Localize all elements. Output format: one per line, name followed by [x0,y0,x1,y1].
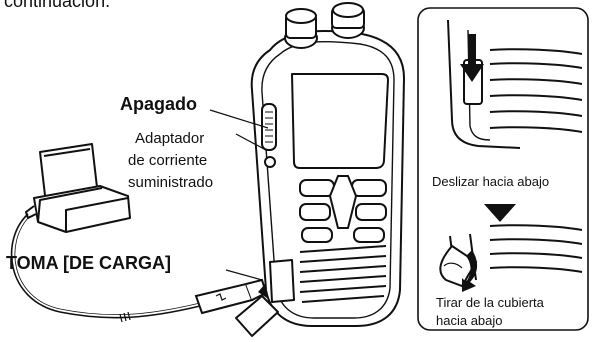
adapter-label-line1: Adaptador [135,130,205,147]
power-off-label: Apagado [120,94,198,114]
radio-drawing [235,2,405,337]
charging-cable [10,213,201,319]
pull-cover-arrow-icon [462,250,478,292]
charging-cable-inner [14,215,201,316]
slide-down-detail-drawing [447,19,583,149]
header-text-fragment: continuación. [4,0,111,11]
pull-cover-caption-line1: Tirar de la cubierta [436,295,544,310]
usb-plug-drawing [194,278,268,315]
slide-down-arrow-icon [460,34,484,82]
pull-cover-detail-drawing [439,224,583,288]
adapter-label: Adaptador de corriente suministrado [128,128,213,194]
power-adapter-drawing [25,143,131,233]
next-step-triangle-icon [484,204,516,222]
apagado-leader-line [209,109,269,129]
adapter-label-line2: de corriente [128,152,208,169]
slide-down-caption: Deslizar hacia abajo [432,174,550,189]
detail-panel [417,7,589,331]
jack-leader-line [225,269,263,281]
charge-jack-label: TOMA [DE CARGA] [6,253,171,273]
pull-cover-caption-line2: hacia abajo [436,313,503,328]
pull-cover-caption: Tirar de la cubierta hacia abajo [436,294,544,330]
adapter-leader-line [235,133,267,151]
adapter-label-line3: suministrado [128,174,214,191]
